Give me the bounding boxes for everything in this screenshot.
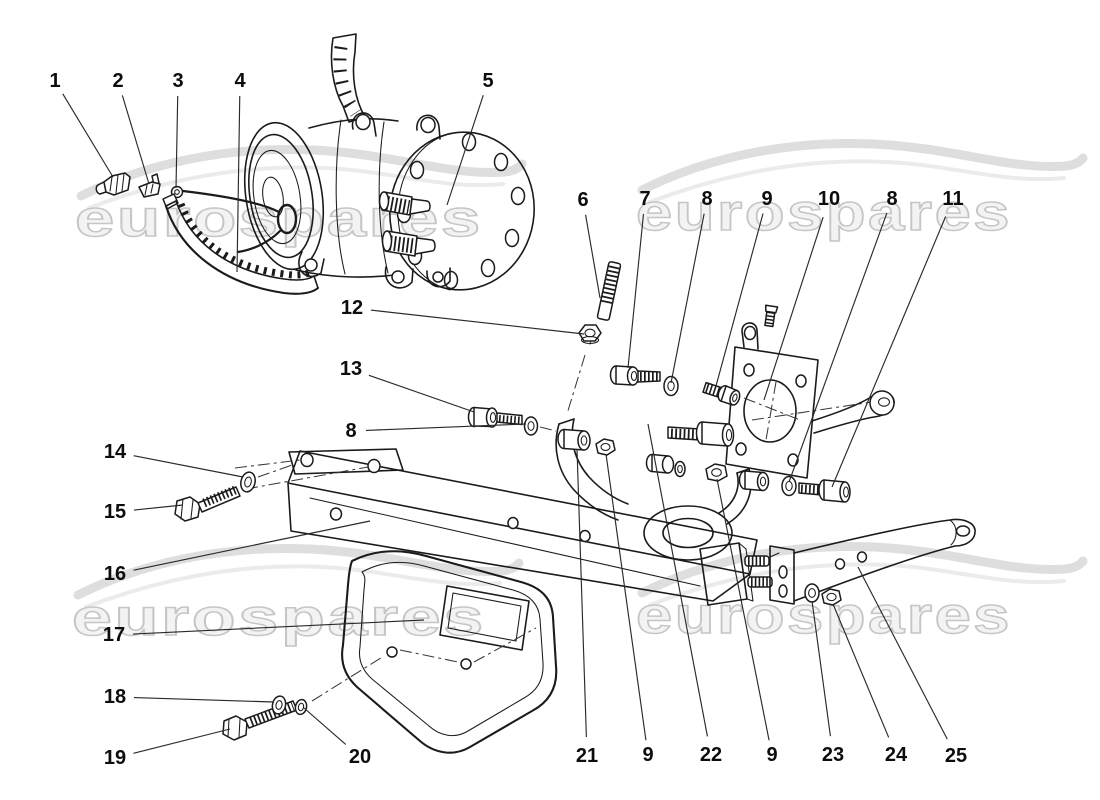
part-number-22: 22 xyxy=(699,744,723,766)
part-number-13: 13 xyxy=(339,358,363,380)
lower-stay-arm xyxy=(769,518,976,606)
leader-line xyxy=(576,448,587,738)
stud-and-nut xyxy=(566,261,622,415)
watermark-text: eurospares xyxy=(72,589,486,647)
part-number-8: 8 xyxy=(701,188,713,210)
part-number-23: 23 xyxy=(821,744,845,766)
thermal-switch-parts xyxy=(95,172,298,254)
watermark: eurospares xyxy=(74,145,527,249)
leader-line xyxy=(121,95,150,185)
watermark-swoosh-icon xyxy=(76,145,527,201)
watermark-swoosh-echo-icon xyxy=(84,564,502,609)
part-number-12: 12 xyxy=(340,297,364,319)
part-number-1: 1 xyxy=(49,70,61,92)
part-number-2: 2 xyxy=(112,70,124,92)
leader-line xyxy=(763,216,824,401)
leader-line xyxy=(365,423,527,431)
leader-line xyxy=(370,309,585,335)
part-number-19: 19 xyxy=(103,747,127,769)
part-number-10: 10 xyxy=(817,188,841,210)
part-number-8: 8 xyxy=(345,420,357,442)
part-number-6: 6 xyxy=(577,189,589,211)
leader-line xyxy=(670,213,705,384)
leader-line xyxy=(175,95,179,189)
watermark-swoosh-icon xyxy=(637,542,1088,598)
leader-line xyxy=(647,423,709,737)
leader-line xyxy=(831,216,947,488)
leader-line xyxy=(132,619,425,635)
part-number-24: 24 xyxy=(884,744,908,766)
upper-stay-arm xyxy=(751,390,895,434)
part-number-21: 21 xyxy=(575,745,599,767)
leader-line xyxy=(133,728,231,754)
part-number-8: 8 xyxy=(886,188,898,210)
part-number-17: 17 xyxy=(102,624,126,646)
watermark-text: eurospares xyxy=(636,184,1012,242)
leader-line xyxy=(236,95,241,273)
drive-belt xyxy=(162,193,320,295)
part-number-9: 9 xyxy=(766,744,778,766)
part-number-18: 18 xyxy=(103,686,127,708)
part-number-11: 11 xyxy=(942,188,964,210)
watermark-swoosh-echo-icon xyxy=(648,562,1066,607)
part-number-25: 25 xyxy=(944,745,968,767)
part-number-7: 7 xyxy=(639,188,651,210)
part-number-15: 15 xyxy=(103,501,127,523)
leader-line xyxy=(133,455,244,478)
leader-line xyxy=(716,478,770,741)
part-number-4: 4 xyxy=(234,70,246,92)
support-beam xyxy=(234,448,758,602)
part-number-3: 3 xyxy=(172,70,184,92)
part-number-9: 9 xyxy=(642,744,654,766)
part-number-16: 16 xyxy=(103,563,127,585)
leader-line xyxy=(133,520,371,571)
leader-line xyxy=(605,453,647,741)
part-number-20: 20 xyxy=(348,746,372,768)
leader-line xyxy=(811,600,832,737)
part-number-5: 5 xyxy=(482,70,494,92)
part-number-14: 14 xyxy=(103,441,127,463)
part-number-9: 9 xyxy=(761,188,773,210)
watermark: eurospares xyxy=(71,544,524,648)
watermark-swoosh-echo-icon xyxy=(648,159,1066,204)
watermark: eurospares xyxy=(635,139,1088,243)
leader-line xyxy=(133,697,275,703)
leader-line xyxy=(584,214,601,299)
mounting-plate xyxy=(725,304,819,479)
compressor-drawing xyxy=(243,33,535,291)
leader-lines xyxy=(62,93,948,754)
heat-shield xyxy=(311,550,558,754)
leader-line xyxy=(788,212,888,483)
leader-line xyxy=(627,213,645,369)
leader-line xyxy=(62,93,114,178)
leader-line xyxy=(715,213,764,387)
leader-line xyxy=(446,95,484,206)
leader-line xyxy=(133,504,184,511)
leader-line xyxy=(832,603,890,738)
leader-line xyxy=(857,566,948,740)
watermark-swoosh-icon xyxy=(637,139,1088,195)
leader-line xyxy=(368,374,475,413)
leader-line xyxy=(303,707,347,745)
